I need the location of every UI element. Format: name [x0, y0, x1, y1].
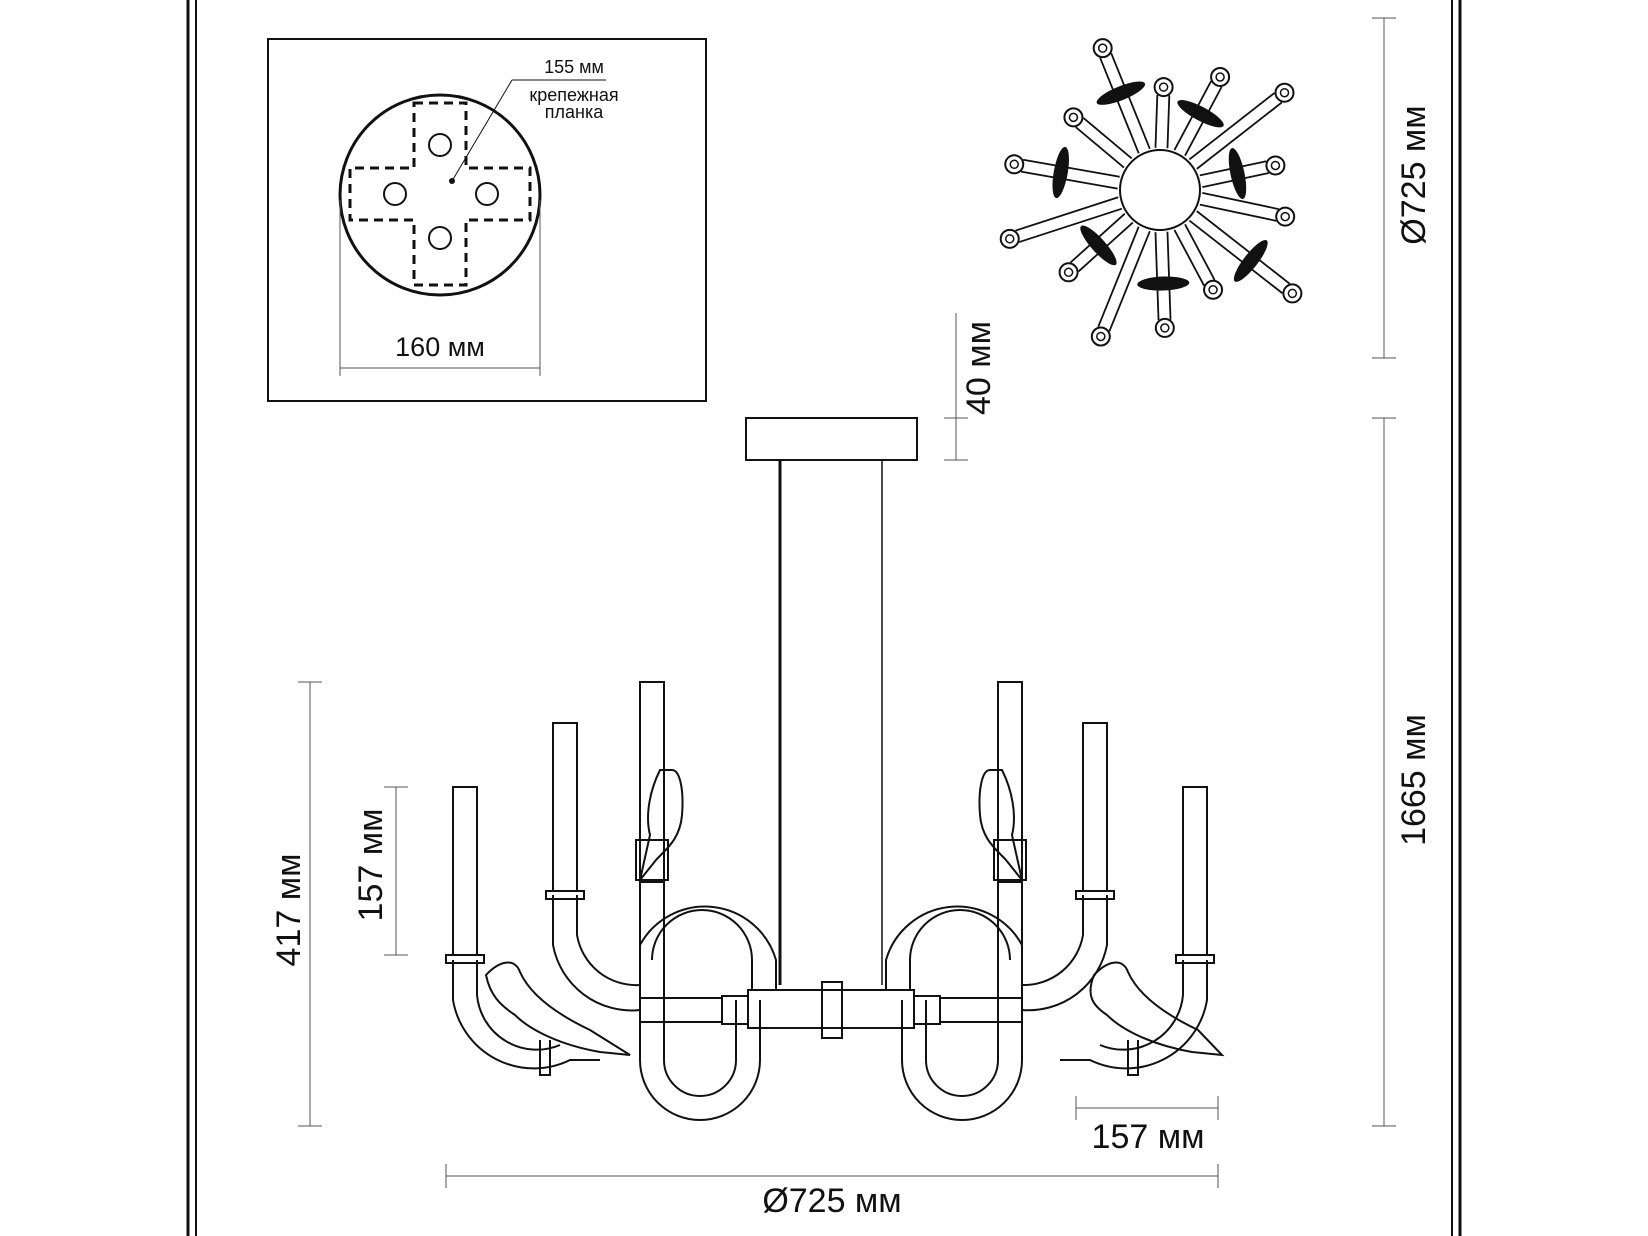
top-view-arm-cap [1058, 262, 1079, 283]
top-view-bird [1228, 148, 1247, 200]
candle-tube [552, 722, 578, 892]
top-view-arm-cap-inner [1096, 331, 1106, 342]
top-view-arm-cap [1275, 206, 1296, 227]
top-view-drawing [999, 38, 1303, 347]
top-view-arm-cap [1090, 326, 1111, 347]
candle-tube [639, 681, 665, 883]
top-view-bird [1080, 225, 1117, 266]
top-view-arm-cap [999, 228, 1020, 249]
top-view-dimension [1372, 17, 1396, 359]
top-view-arm-cap-inner [1287, 288, 1298, 299]
top-view-arm [1173, 223, 1216, 286]
top-view-arm-cap [1210, 66, 1231, 87]
bird-figure [978, 769, 1023, 881]
top-view-arm [1015, 196, 1123, 243]
top-view-arm-cap [1004, 154, 1025, 175]
top-view-arm-cap-inner [1158, 82, 1169, 92]
top-view-arm-cap [1265, 155, 1286, 176]
body-height-label: 417 мм [270, 854, 308, 967]
total-height-label: 1665 мм [1395, 714, 1433, 846]
top-view-arm [1097, 226, 1151, 332]
bracket-label-line1: крепежная [529, 85, 618, 105]
top-view-bird [1233, 239, 1268, 282]
canopy [745, 417, 918, 461]
top-view-arm-cap [1154, 317, 1175, 338]
bracket-size-label: 155 мм [544, 57, 604, 77]
top-view-arm-cap [1063, 107, 1084, 128]
top-view-arm-cap-inner [1215, 72, 1225, 82]
top-view-arm-cap [1203, 279, 1224, 300]
top-view-arm-cap-inner [1270, 160, 1281, 171]
top-view-arm-cap-inner [1279, 87, 1290, 98]
top-view-bird [1177, 100, 1224, 128]
candle-tube [1082, 722, 1108, 892]
top-view-arm [1199, 191, 1279, 222]
mount-plate-detail [267, 38, 707, 402]
bird-figure [639, 769, 684, 881]
candle-tube [1182, 786, 1208, 956]
top-view-arm-cap [1282, 283, 1303, 304]
canopy-height-label: 40 мм [960, 321, 998, 415]
top-view-diameter-label: Ø725 мм [1395, 105, 1433, 244]
top-view-bird [1052, 146, 1069, 199]
top-view-arm-cap-inner [1160, 323, 1170, 333]
top-view-arm [1075, 117, 1133, 169]
central-hub [747, 989, 915, 1029]
top-view-arm-cap [1153, 77, 1174, 98]
candle-tube [997, 681, 1023, 883]
bird-figure [484, 961, 631, 1056]
top-view-arm-cap [1092, 38, 1113, 59]
top-view-arm-cap-inner [1068, 112, 1079, 123]
top-view-bird [1137, 276, 1190, 291]
top-view-arm-cap-inner [1063, 267, 1074, 278]
side-view-drawing [445, 417, 1225, 1121]
top-view-arm-cap-inner [1009, 159, 1019, 170]
top-view-arm [1020, 158, 1120, 190]
top-view-arm-cap [1274, 82, 1295, 103]
plate-diameter-label: 160 мм [395, 332, 485, 362]
bracket-label-line2: планка [545, 102, 604, 122]
shade-width-label: 157 мм [1092, 1118, 1205, 1156]
top-view-arm [1188, 92, 1283, 170]
top-view-arm [1099, 52, 1151, 154]
side-view-dimensions [298, 313, 1396, 1188]
bird-figure [1089, 961, 1225, 1057]
top-view-arm [1154, 94, 1171, 149]
top-view-arm [1154, 231, 1172, 321]
mounting-bracket-outline [348, 101, 532, 287]
candle-tube [452, 786, 478, 956]
top-view-arm-cap-inner [1004, 234, 1015, 244]
frame [186, 0, 1462, 1236]
shade-height-label: 157 мм [352, 809, 390, 922]
fixture-diameter-label: Ø725 мм [762, 1182, 901, 1220]
top-view-arm-cap-inner [1280, 211, 1290, 222]
top-view-arm-cap-inner [1208, 285, 1218, 295]
top-view-arm-cap-inner [1097, 43, 1108, 53]
top-view-bird [1096, 81, 1146, 105]
top-view-arm [1188, 210, 1291, 294]
